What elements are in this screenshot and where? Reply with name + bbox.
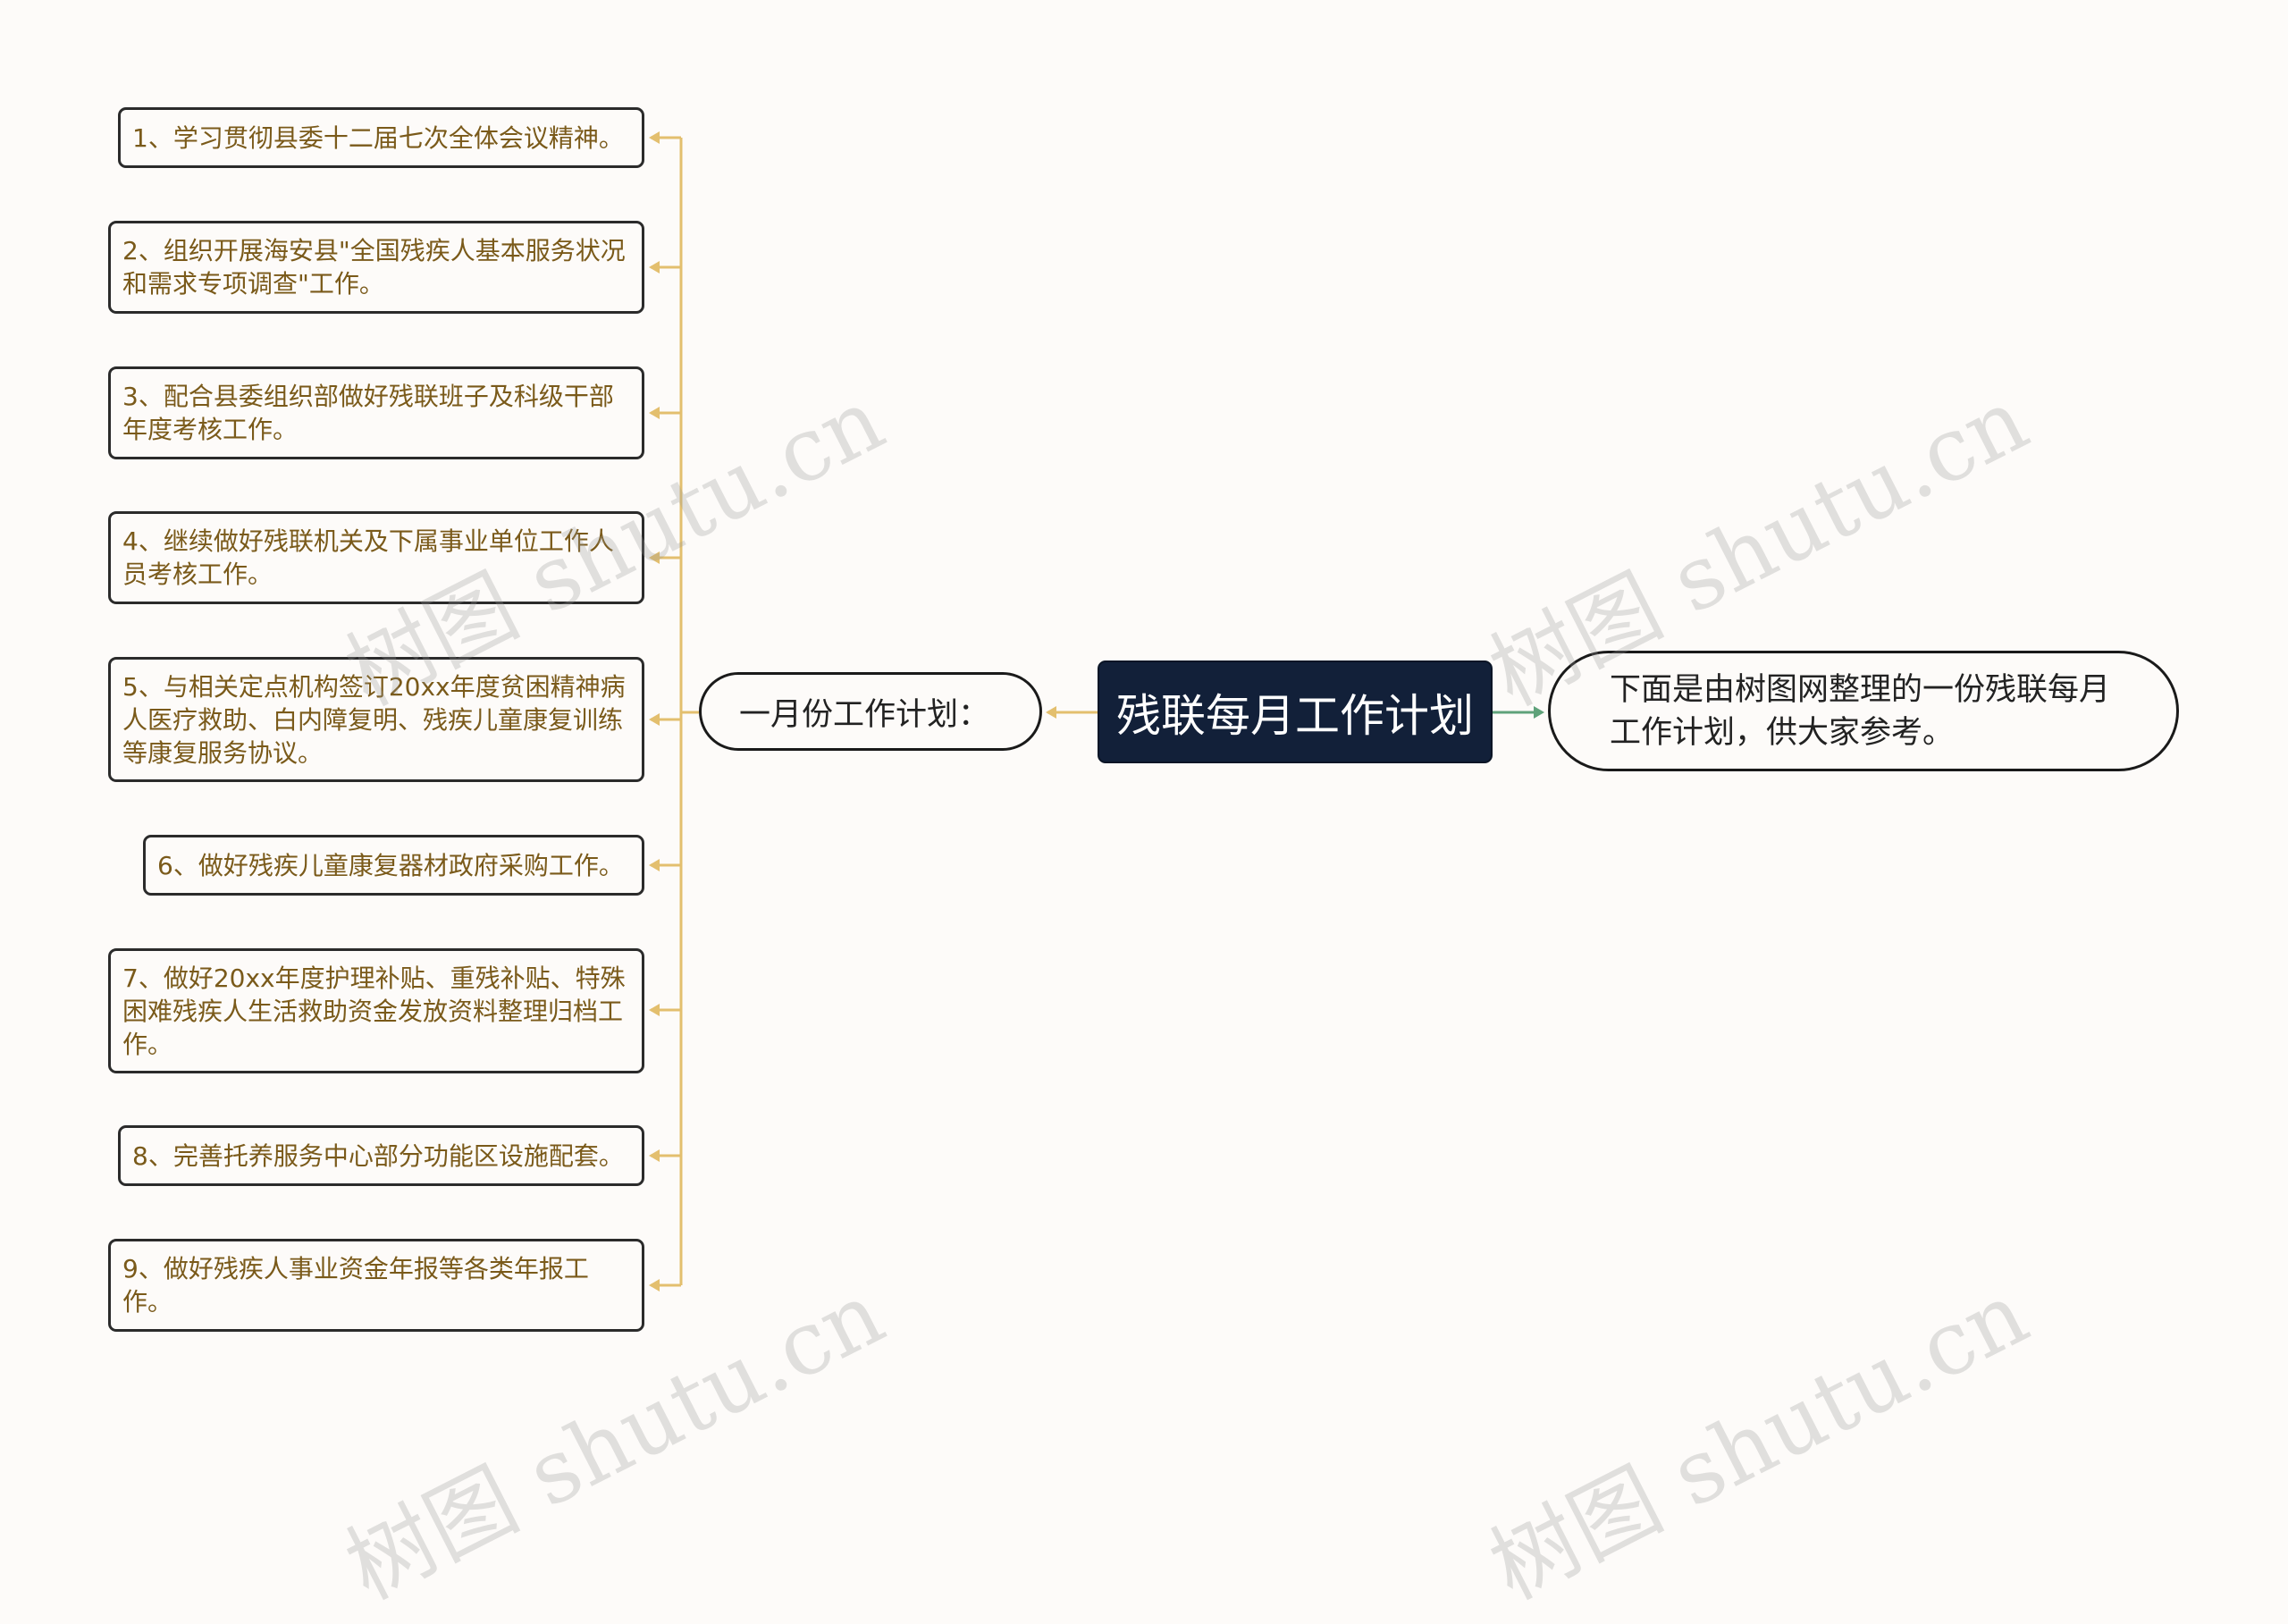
mind-map-canvas: 残联每月工作计划 下面是由树图网整理的一份残联每月工作计划，供大家参考。 一月份… (108, 107, 2179, 1620)
item-arrowheads (649, 131, 660, 1292)
plan-item-label: 9、做好残疾人事业资金年报等各类年报工作。 (122, 1254, 589, 1317)
plan-item-7[interactable]: 7、做好20xx年度护理补贴、重残补贴、特殊困难残疾人生活救助资金发放资料整理归… (108, 948, 644, 1073)
plan-item-1[interactable]: 1、学习贯彻县委十二届七次全体会议精神。 (118, 107, 644, 168)
root-node-label: 残联每月工作计划 (1116, 689, 1474, 742)
plan-item-label: 3、配合县委组织部做好残联班子及科级干部年度考核工作。 (122, 382, 614, 444)
plan-item-3[interactable]: 3、配合县委组织部做好残联班子及科级干部年度考核工作。 (108, 366, 644, 459)
intro-node-label: 下面是由树图网整理的一份残联每月工作计划，供大家参考。 (1610, 671, 2111, 751)
branch-node-label: 一月份工作计划： (739, 696, 990, 733)
plan-item-label: 8、完善托养服务中心部分功能区设施配套。 (132, 1140, 624, 1171)
plan-item-6[interactable]: 6、做好残疾儿童康复器材政府采购工作。 (143, 835, 644, 896)
connector-lines (649, 131, 1544, 1292)
plan-item-label: 2、组织开展海安县"全国残疾人基本服务状况和需求专项调查"工作。 (122, 236, 626, 299)
plan-item-2[interactable]: 2、组织开展海安县"全国残疾人基本服务状况和需求专项调查"工作。 (108, 221, 644, 314)
plan-item-4[interactable]: 4、继续做好残联机关及下属事业单位工作人员考核工作。 (108, 511, 644, 604)
branch-node-january[interactable]: 一月份工作计划： (699, 672, 1042, 751)
branch-to-items-links (651, 136, 699, 1287)
plan-item-label: 1、学习贯彻县委十二届七次全体会议精神。 (132, 122, 624, 153)
plan-item-label: 4、继续做好残联机关及下属事业单位工作人员考核工作。 (122, 526, 614, 589)
plan-item-label: 7、做好20xx年度护理补贴、重残补贴、特殊困难残疾人生活救助资金发放资料整理归… (122, 963, 626, 1059)
root-node[interactable]: 残联每月工作计划 (1098, 661, 1493, 763)
plan-item-9[interactable]: 9、做好残疾人事业资金年报等各类年报工作。 (108, 1239, 644, 1332)
plan-item-label: 6、做好残疾儿童康复器材政府采购工作。 (157, 850, 624, 880)
root-to-intro-link (1493, 706, 1544, 719)
plan-item-8[interactable]: 8、完善托养服务中心部分功能区设施配套。 (118, 1125, 644, 1186)
root-to-branch-link (1046, 706, 1098, 719)
plan-item-5[interactable]: 5、与相关定点机构签订20xx年度贫困精神病人医疗救助、白内障复明、残疾儿童康复… (108, 657, 644, 782)
plan-item-label: 5、与相关定点机构签订20xx年度贫困精神病人医疗救助、白内障复明、残疾儿童康复… (122, 671, 626, 768)
intro-node[interactable]: 下面是由树图网整理的一份残联每月工作计划，供大家参考。 (1548, 651, 2179, 771)
